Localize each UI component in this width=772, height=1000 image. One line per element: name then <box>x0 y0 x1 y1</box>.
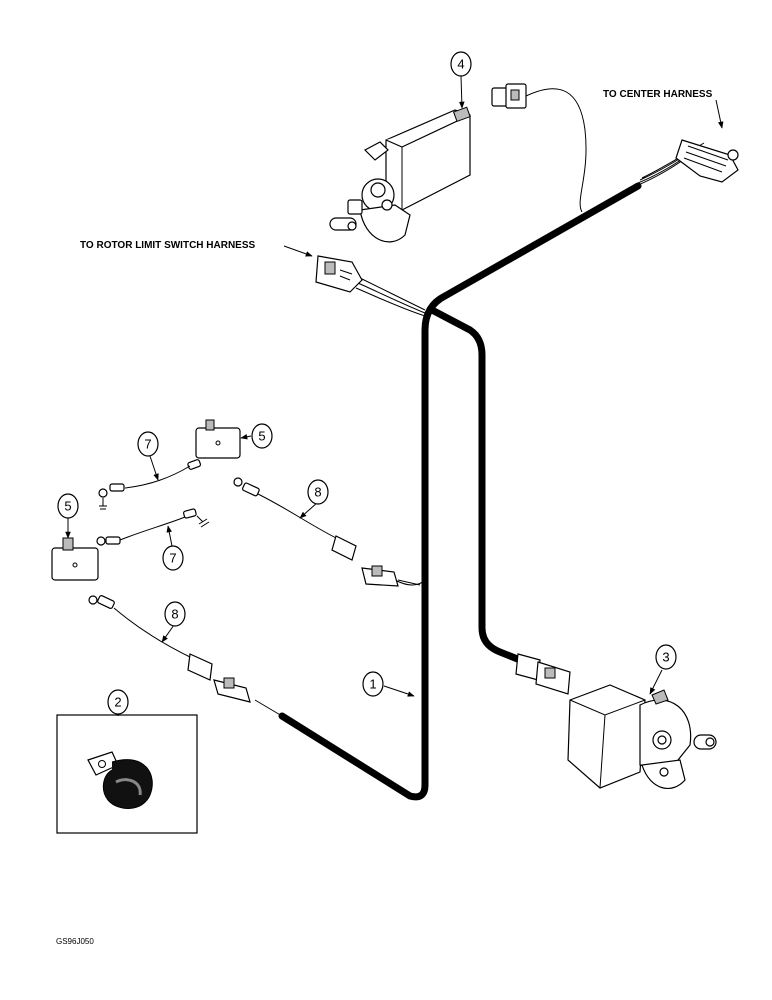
connector-lower-right <box>515 653 571 695</box>
jumper-wire-lower <box>88 595 251 703</box>
callout-5-lower: 5 <box>57 493 79 519</box>
connector-upper <box>491 83 527 109</box>
leader-3 <box>649 669 663 695</box>
leader-1 <box>383 685 415 697</box>
thin-wire-rotor <box>355 277 426 317</box>
thin-wire-lower-1 <box>394 579 426 586</box>
svg-text:4: 4 <box>457 57 464 72</box>
jumper-wire-upper <box>233 477 421 587</box>
svg-text:8: 8 <box>314 485 321 500</box>
rotor-switch-connector <box>315 255 363 293</box>
leader-5-upper <box>240 434 252 440</box>
hose-clamp <box>87 751 153 809</box>
thin-wire-upper <box>525 88 587 213</box>
thin-wire-lower-2 <box>254 699 283 717</box>
svg-text:7: 7 <box>169 551 176 566</box>
leader-4 <box>459 75 465 109</box>
leader-7-upper <box>149 455 159 481</box>
callout-3: 3 <box>655 644 677 670</box>
svg-text:5: 5 <box>64 499 71 514</box>
branch-harness <box>428 306 524 664</box>
svg-text:2: 2 <box>114 695 121 710</box>
ground-wire-lower <box>96 508 210 546</box>
callout-5-upper: 5 <box>251 423 273 449</box>
svg-text:3: 3 <box>662 650 669 665</box>
motor-actuator-upper <box>329 106 471 243</box>
micro-switch-upper <box>195 419 241 459</box>
svg-text:7: 7 <box>144 437 151 452</box>
micro-switch-lower <box>51 537 99 581</box>
thin-wire-center-harness <box>635 142 705 187</box>
callout-7-lower: 7 <box>162 545 184 571</box>
label-center-harness: TO CENTER HARNESS <box>603 89 713 100</box>
leader-8-lower <box>161 624 175 643</box>
callout-8-lower: 8 <box>164 601 186 627</box>
leader-rotor-harness <box>283 245 313 257</box>
callout-7-upper: 7 <box>137 431 159 457</box>
leader-center-harness <box>715 99 724 129</box>
drawing-code: GS96J050 <box>56 937 94 946</box>
callout-8-upper: 8 <box>307 479 329 505</box>
svg-text:1: 1 <box>369 677 376 692</box>
label-rotor-harness: TO ROTOR LIMIT SWITCH HARNESS <box>80 240 256 251</box>
leader-8-upper <box>299 501 319 519</box>
center-harness-connector <box>675 139 739 183</box>
callout-4: 4 <box>450 51 472 77</box>
svg-text:5: 5 <box>258 429 265 444</box>
leader-7-lower <box>166 525 173 547</box>
svg-text:8: 8 <box>171 607 178 622</box>
callout-1: 1 <box>362 671 384 697</box>
motor-actuator-lower <box>567 684 717 789</box>
main-harness <box>278 182 642 801</box>
ground-wire-upper <box>98 459 202 510</box>
callout-2: 2 <box>107 689 129 715</box>
